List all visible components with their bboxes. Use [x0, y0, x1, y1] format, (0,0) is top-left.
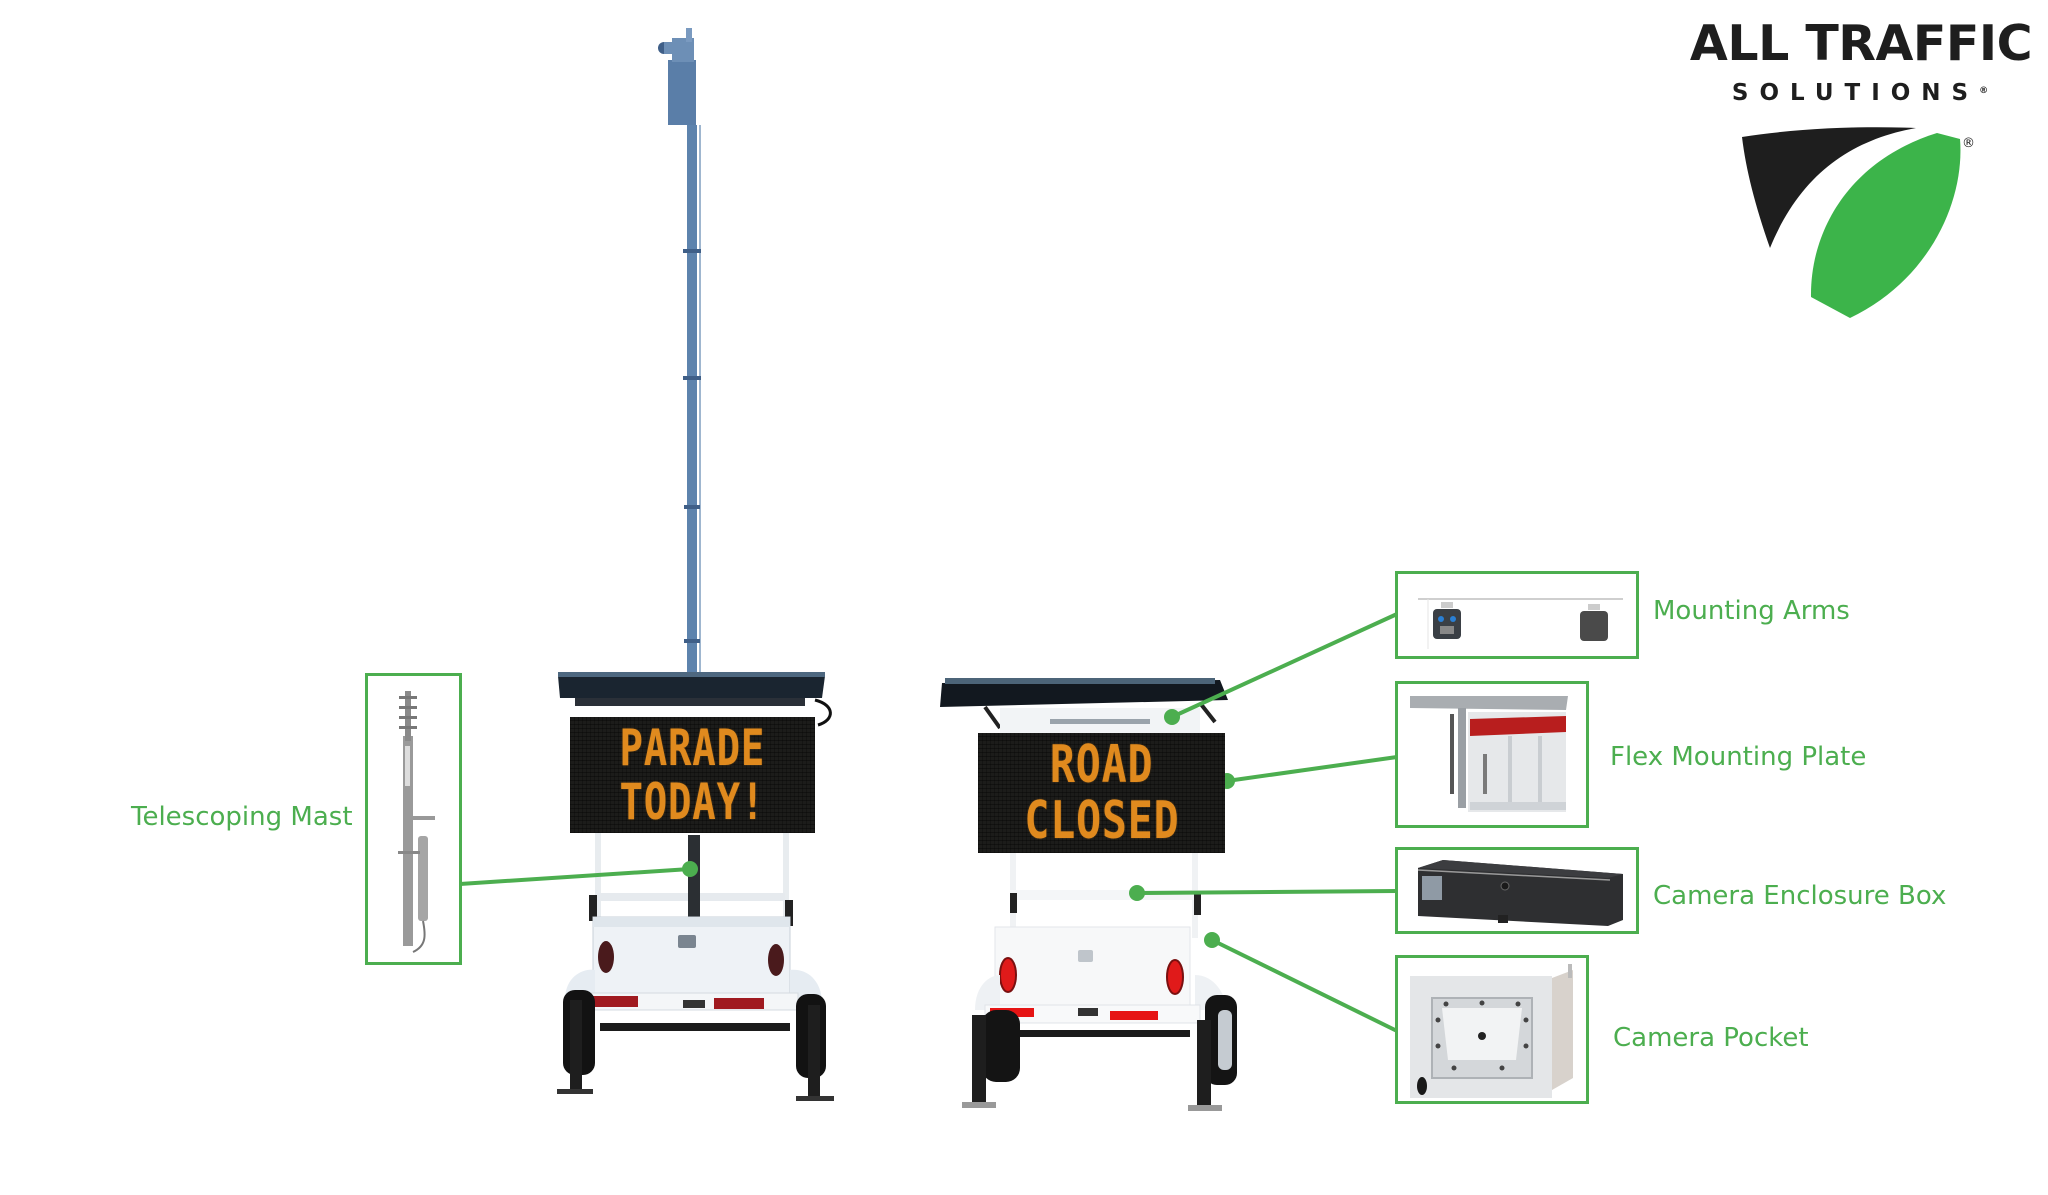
- mast-trailer-sign: PARADE TODAY!: [570, 717, 815, 833]
- brand-name-line2: SOLUTIONS®: [1720, 78, 2000, 108]
- telescoping-mast-photo: [398, 691, 435, 953]
- callout-label-telescoping-mast: Telescoping Mast: [131, 802, 353, 832]
- sign-line-2: CLOSED: [1023, 791, 1180, 851]
- message-trailer-illustration: [940, 678, 1237, 1111]
- callout-label-mounting-arms: Mounting Arms: [1653, 596, 1850, 626]
- mast-trailer-illustration: [557, 28, 834, 1101]
- callout-label-camera-pocket: Camera Pocket: [1613, 1023, 1809, 1053]
- callout-label-flex-mounting-plate: Flex Mounting Plate: [1610, 742, 1867, 772]
- pole-camera-icon: [658, 28, 696, 125]
- camera-pocket-photo: [1410, 964, 1573, 1098]
- callout-label-camera-enclosure-box: Camera Enclosure Box: [1653, 881, 1947, 911]
- mast-pole: [687, 125, 697, 685]
- message-trailer-sign: ROAD CLOSED: [978, 733, 1225, 853]
- sign-line-1: ROAD: [1049, 735, 1154, 795]
- camera-enclosure-box-photo: [1417, 860, 1623, 926]
- mounting-arms-photo: [1418, 598, 1623, 649]
- callout-box-camera-enclosure: [1395, 847, 1639, 934]
- callout-box-flex-mounting-plate: [1395, 681, 1589, 828]
- brand-registered-mark-small: ®: [1979, 86, 1989, 96]
- brand-name-line1: ALL TRAFFIC: [1689, 15, 2033, 72]
- callout-box-telescoping-mast: [365, 673, 462, 965]
- flex-mounting-plate-photo: [1410, 696, 1568, 812]
- sign-line-1: PARADE: [619, 719, 766, 777]
- callout-box-mounting-arms: [1395, 571, 1639, 659]
- sign-line-2: TODAY!: [619, 773, 766, 831]
- logo-mark-icon: [1742, 127, 1961, 318]
- logo-registered-mark: ®: [1962, 136, 1975, 151]
- brand-name-line2-text: SOLUTIONS: [1731, 80, 1980, 106]
- callout-box-camera-pocket: [1395, 955, 1589, 1104]
